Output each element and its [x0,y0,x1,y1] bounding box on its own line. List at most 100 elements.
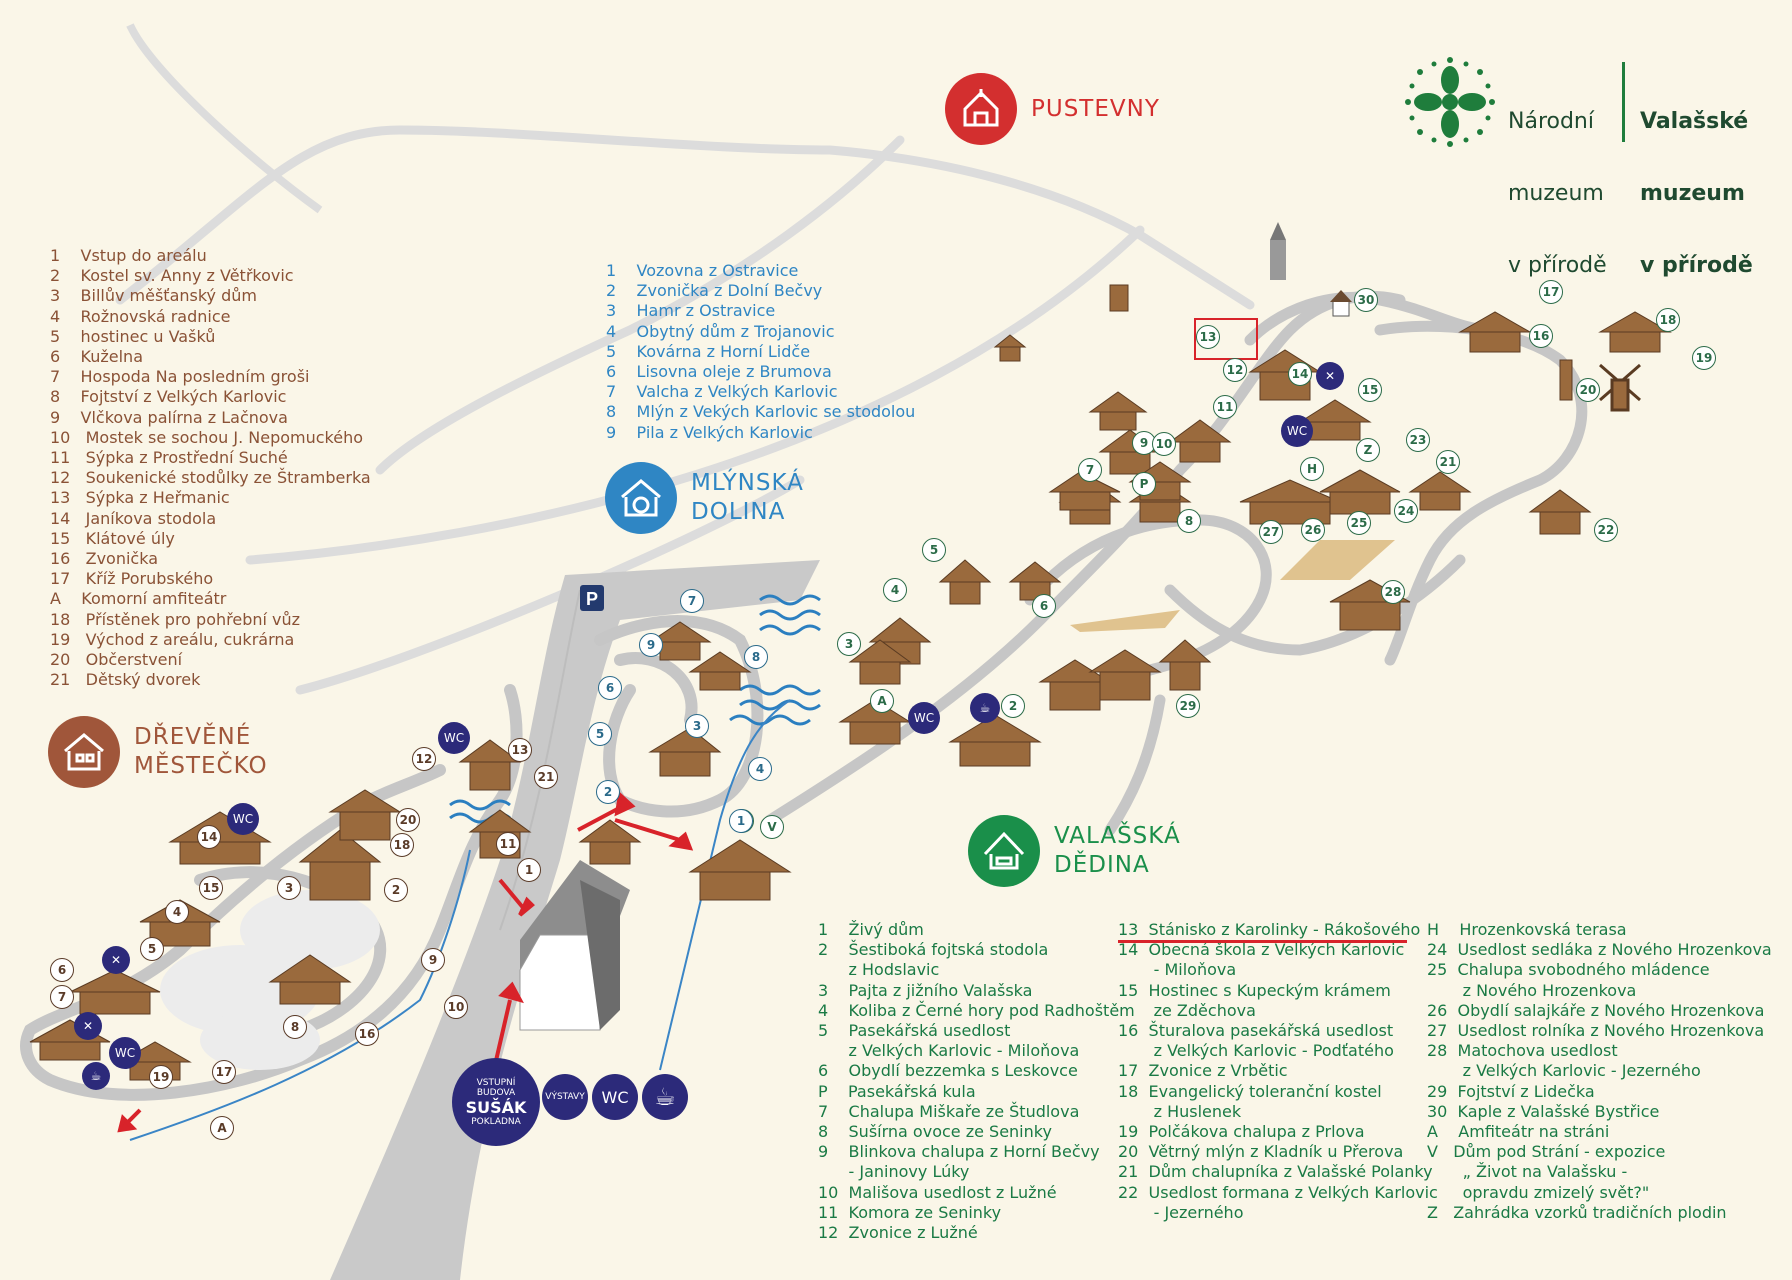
map-marker-dedina-29[interactable]: 29 [1176,694,1200,718]
windmill [1599,363,1641,412]
ridge-4 [295,475,805,695]
wc-badge-mestecko-1[interactable]: WC [438,722,470,754]
cafe-badge-dedina[interactable]: ☕ [970,693,1000,723]
map-marker-dedina-8[interactable]: 8 [1177,509,1201,533]
map-marker-mlyn-8[interactable]: 8 [744,645,768,669]
ridge-top [126,23,323,214]
map-marker-mest-9[interactable]: 9 [421,948,445,972]
map-marker-dedina-H[interactable]: H [1300,457,1324,481]
legend-mestecko-entry: 20 Občerstvení [50,650,183,670]
flower-ornament-icon [1405,57,1495,147]
map-marker-dedina-6[interactable]: 6 [1032,594,1056,618]
map-marker-dedina-11[interactable]: 11 [1213,395,1237,419]
map-marker-dedina-19[interactable]: 19 [1692,346,1716,370]
map-marker-mlyn-6[interactable]: 6 [598,676,622,700]
map-marker-dedina-V[interactable]: V [760,815,784,839]
map-marker-mest-15[interactable]: 15 [199,876,223,900]
map-marker-dedina-4[interactable]: 4 [883,578,907,602]
legend-dedina-entry: 12 Zvonice z Lužné [818,1223,978,1243]
map-marker-mlyn-9[interactable]: 9 [639,633,663,657]
map-marker-dedina-15[interactable]: 15 [1358,378,1382,402]
map-marker-dedina-14[interactable]: 14 [1288,362,1312,386]
map-marker-mlyn-4[interactable]: 4 [748,757,772,781]
map-marker-mest-4[interactable]: 4 [165,900,189,924]
map-marker-mest-6[interactable]: 6 [50,958,74,982]
legend-dedina-entry: 10 Mališova usedlost z Lužné [818,1182,1057,1202]
map-marker-mest-16[interactable]: 16 [355,1022,379,1046]
map-marker-dedina-28[interactable]: 28 [1381,580,1405,604]
map-marker-mest-14[interactable]: 14 [197,825,221,849]
map-marker-dedina-3[interactable]: 3 [837,632,861,656]
logo-left-line-2: muzeum [1508,181,1604,206]
map-marker-mest-18[interactable]: 18 [390,833,414,857]
legend-mestecko-entry: 11 Sýpka z Prostřední Suché [50,448,288,468]
map-marker-dedina-23[interactable]: 23 [1406,428,1430,452]
legend-mlynska-entry: 5 Kovárna z Horní Lidče [606,341,811,361]
map-marker-dedina-7[interactable]: 7 [1078,458,1102,482]
map-marker-dedina-20[interactable]: 20 [1576,378,1600,402]
map-marker-mest-2[interactable]: 2 [384,878,408,902]
stream [659,699,791,1071]
legend-dedina-entry: 15 Hostinec s Kupeckým krámem [1118,980,1391,1000]
map-marker-mest-7[interactable]: 7 [50,985,74,1009]
map-marker-mest-5[interactable]: 5 [140,937,164,961]
map-marker-mest-19[interactable]: 19 [149,1065,173,1089]
map-marker-dedina-13[interactable]: 13 [1196,325,1220,349]
restaurant-badge-dedina[interactable]: ✕ [1316,362,1344,390]
map-marker-dedina-27[interactable]: 27 [1259,520,1283,544]
wc-badge-dedina[interactable]: WC [1281,415,1313,447]
map-marker-dedina-A[interactable]: A [870,689,894,713]
map-marker-mest-20[interactable]: 20 [396,808,420,832]
wc-badge-entrance[interactable]: WC [592,1074,638,1120]
exhibitions-badge[interactable]: VÝSTAVY [542,1074,588,1120]
map-marker-mest-1[interactable]: 1 [517,858,541,882]
cafe-badge-mestecko[interactable]: ☕ [82,1062,110,1090]
cafe-badge-entrance[interactable]: ☕ [642,1074,688,1120]
legend-dedina-entry: V Dům pod Strání - expozice [1427,1142,1666,1162]
wc-badge-mestecko-2[interactable]: WC [227,803,259,835]
map-marker-mest-17[interactable]: 17 [212,1060,236,1084]
legend-mestecko-entry: 2 Kostel sv. Anny z Větřkovic [50,266,294,286]
map-marker-dedina-22[interactable]: 22 [1594,518,1618,542]
map-marker-mest-A[interactable]: A [210,1116,234,1140]
map-marker-mlyn-7[interactable]: 7 [680,589,704,613]
map-marker-dedina-24[interactable]: 24 [1394,499,1418,523]
logo-right-line-2: muzeum [1640,181,1745,206]
restaurant-badge-mestecko-2[interactable]: ✕ [74,1012,102,1040]
legend-mestecko-entry: 10 Mostek se sochou J. Nepomuckého [50,427,363,447]
map-marker-mest-13[interactable]: 13 [508,738,532,762]
map-marker-dedina-12[interactable]: 12 [1223,358,1247,382]
restaurant-badge-mestecko[interactable]: ✕ [102,946,130,974]
map-marker-dedina-26[interactable]: 26 [1301,518,1325,542]
map-marker-mest-8[interactable]: 8 [283,1015,307,1039]
map-marker-mlyn-5[interactable]: 5 [588,722,612,746]
map-marker-mlyn-3[interactable]: 3 [685,714,709,738]
map-marker-mlyn-1[interactable]: 1 [729,809,753,833]
entrance-susak-badge[interactable]: VSTUPNÍ BUDOVA SUŠÁK POKLADNA [452,1058,540,1146]
mlyn-loop-2 [614,652,698,726]
wc-badge-mlyn[interactable]: WC [908,702,940,734]
wc-badge-mestecko-3[interactable]: WC [109,1037,141,1069]
map-marker-mest-21[interactable]: 21 [534,765,558,789]
map-marker-dedina-21[interactable]: 21 [1436,450,1460,474]
ridge-3 [245,225,1145,565]
legend-mestecko-entry: 13 Sýpka z Heřmanic [50,488,230,508]
map-marker-dedina-2[interactable]: 2 [1001,694,1025,718]
map-marker-dedina-P[interactable]: P [1132,472,1156,496]
map-marker-mest-12[interactable]: 12 [412,747,436,771]
map-marker-dedina-5[interactable]: 5 [922,538,946,562]
map-marker-dedina-10[interactable]: 10 [1152,432,1176,456]
map-marker-dedina-Z[interactable]: Z [1356,438,1380,462]
map-marker-dedina-25[interactable]: 25 [1347,511,1371,535]
map-marker-dedina-30[interactable]: 30 [1354,288,1378,312]
map-marker-dedina-16[interactable]: 16 [1529,324,1553,348]
map-marker-dedina-17[interactable]: 17 [1539,280,1563,304]
legend-mlynska-entry: 1 Vozovna z Ostravice [606,261,799,280]
map-marker-dedina-18[interactable]: 18 [1656,308,1680,332]
legend-dedina-entry: 5 Pasekářská usedlost [818,1021,1011,1041]
map-marker-mest-11[interactable]: 11 [496,832,520,856]
map-marker-mest-10[interactable]: 10 [444,995,468,1019]
map-marker-mest-3[interactable]: 3 [277,876,301,900]
map-marker-mlyn-2[interactable]: 2 [596,780,620,804]
